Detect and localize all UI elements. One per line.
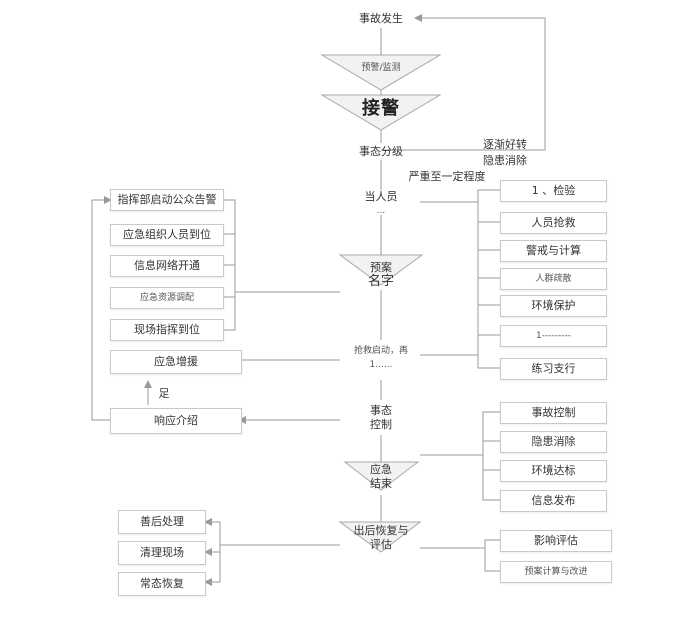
recover-triangle — [338, 521, 422, 553]
plan-line2: 名字 — [367, 274, 394, 289]
left-box-4: 应急资源调配 — [110, 287, 224, 309]
end-line1: 应急 — [370, 463, 392, 476]
right-box-1: 1 、检验 — [500, 180, 607, 202]
insufficient-label: 足 — [158, 387, 170, 400]
left-box-2: 应急组织人员到位 — [110, 224, 224, 246]
control-line1: 事态 — [370, 404, 392, 417]
severe-label: 严重至一定程度 — [408, 170, 486, 183]
plan-node: 预案 名字 — [343, 258, 419, 292]
end-node: 应急 结束 — [350, 462, 412, 492]
personnel-label: 当人员 — [364, 190, 398, 203]
accident-control-box: 事故控制 — [500, 402, 607, 424]
personnel-sub: ... — [376, 206, 386, 216]
info-release-box: 信息发布 — [500, 490, 607, 512]
plan-improvement-box: 预案计算与改进 — [500, 561, 612, 583]
normal-restore-box: 常态恢复 — [118, 572, 206, 596]
recover-line2: 评估 — [370, 538, 392, 551]
hazard-removal-box: 隐患消除 — [500, 431, 607, 453]
rescue-line1: 抢救启动，再 — [353, 346, 408, 356]
rescue-line2: 1...... — [369, 360, 393, 370]
control-line2: 控制 — [370, 418, 392, 431]
recover-node: 出后恢复与 评估 — [336, 522, 426, 554]
impact-assessment-box: 影响评估 — [500, 530, 612, 552]
alarm-node: 接警 — [362, 98, 400, 119]
right-box-2: 人员抢救 — [500, 212, 607, 234]
hazard-cleared-label: 隐患消除 — [483, 154, 527, 167]
personnel-node: 当人员 ... — [343, 190, 419, 218]
right-box-7: 练习支行 — [500, 358, 607, 380]
escalate-box: 应急增援 — [110, 350, 242, 374]
end-line2: 结束 — [370, 477, 392, 490]
plan-line1: 预案 — [370, 261, 392, 274]
left-box-5: 现场指挥到位 — [110, 319, 224, 341]
judge-node: 事态分级 — [359, 144, 403, 158]
left-box-1: 指挥部启动公众告警 — [110, 189, 224, 211]
cleanup-box: 清理现场 — [118, 541, 206, 565]
left-box-3: 信息网络开通 — [110, 255, 224, 277]
right-box-6: 1--------- — [500, 325, 607, 347]
incident-node: 事故发生 — [359, 12, 403, 25]
pre-alarm-node: 预警/监测 — [361, 63, 401, 73]
control-node: 事态 控制 — [350, 402, 412, 434]
rescue-node: 抢救启动，再 1...... — [340, 342, 422, 374]
feedback-label: 逐渐好转 — [483, 138, 527, 151]
environment-standard-box: 环境达标 — [500, 460, 607, 482]
right-box-5: 环境保护 — [500, 295, 607, 317]
right-box-4: 人群疏散 — [500, 268, 607, 290]
aftermath-box: 善后处理 — [118, 510, 206, 534]
right-box-3: 警戒与计算 — [500, 240, 607, 262]
response-box: 响应介绍 — [110, 408, 242, 434]
recover-line1: 出后恢复与 — [353, 524, 409, 537]
